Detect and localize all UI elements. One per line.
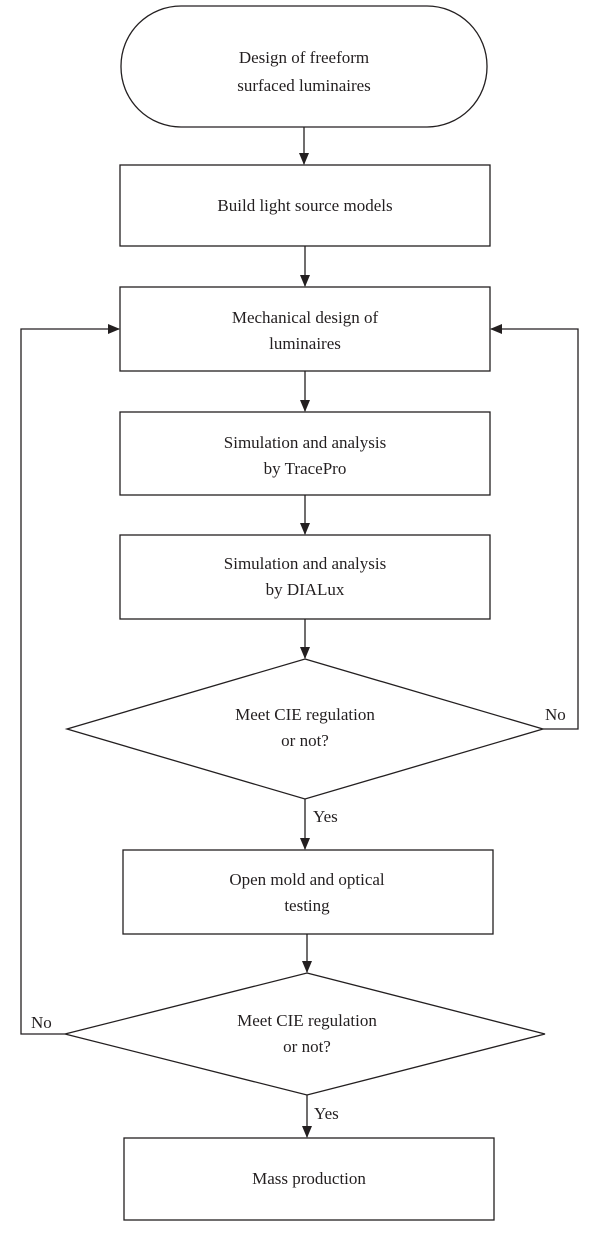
tracepro-simulation-node: Simulation and analysis by TracePro xyxy=(119,411,491,496)
build-light-source-node: Build light source models xyxy=(119,164,491,247)
mechanical-design-line-2: luminaires xyxy=(269,334,341,353)
check-1-no-label: No xyxy=(545,705,566,724)
open-mold-line-1: Open mold and optical xyxy=(229,870,385,889)
cie-check-1-line-2: or not? xyxy=(281,731,329,750)
mass-production-label: Mass production xyxy=(252,1169,366,1188)
mass-production-node: Mass production xyxy=(123,1137,495,1221)
build-light-source-label: Build light source models xyxy=(217,196,392,215)
start-node-line-2: surfaced luminaires xyxy=(237,76,371,95)
open-mold-node: Open mold and optical testing xyxy=(122,849,494,935)
cie-check-1-line-1: Meet CIE regulation xyxy=(235,705,375,724)
dialux-simulation-node: Simulation and analysis by DIALux xyxy=(119,534,491,620)
mechanical-design-node: Mechanical design of luminaires xyxy=(119,286,491,372)
check-1-yes-label: Yes xyxy=(313,807,338,826)
cie-check-2-line-1: Meet CIE regulation xyxy=(237,1011,377,1030)
check-2-yes-label: Yes xyxy=(314,1104,339,1123)
mechanical-design-line-1: Mechanical design of xyxy=(232,308,379,327)
cie-check-1-node: Meet CIE regulation or not? xyxy=(64,658,546,800)
arrow-check-1-no-loop xyxy=(490,324,579,730)
tracepro-simulation-line-2: by TracePro xyxy=(264,459,347,478)
dialux-simulation-line-2: by DIALux xyxy=(266,580,345,599)
open-mold-line-2: testing xyxy=(284,896,330,915)
tracepro-simulation-line-1: Simulation and analysis xyxy=(224,433,386,452)
start-node-line-1: Design of freeform xyxy=(239,48,369,67)
arrow-check-2-no-loop xyxy=(20,324,120,1035)
cie-check-2-node: Meet CIE regulation or not? xyxy=(64,972,546,1096)
start-node: Design of freeform surfaced luminaires xyxy=(120,5,488,128)
cie-check-2-line-2: or not? xyxy=(283,1037,331,1056)
dialux-simulation-line-1: Simulation and analysis xyxy=(224,554,386,573)
check-2-no-label: No xyxy=(31,1013,52,1032)
